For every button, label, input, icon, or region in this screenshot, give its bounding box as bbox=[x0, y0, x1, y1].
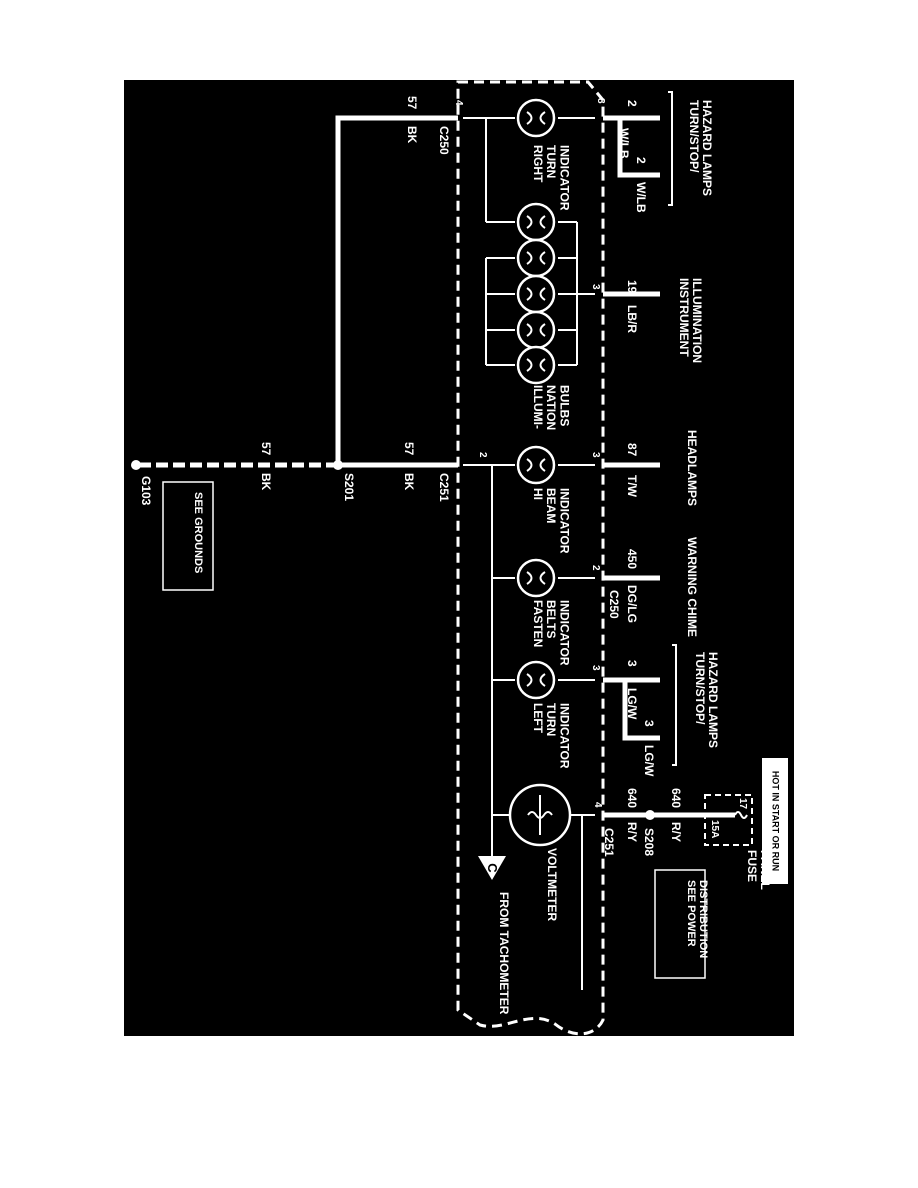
circuit-57-a: 57 bbox=[405, 96, 419, 110]
circuit-640-b: 640 bbox=[669, 788, 683, 808]
circuit-name-instrument: INSTRUMENTILLUMINATION bbox=[677, 278, 704, 363]
fuse-icon bbox=[734, 811, 748, 819]
indicator-right-turn: RIGHTTURNINDICATOR bbox=[531, 145, 571, 211]
external-wires bbox=[335, 115, 735, 818]
wire-wlb: W/LB bbox=[617, 128, 631, 159]
see-grounds-box bbox=[162, 481, 214, 591]
fuse-num: 17 bbox=[737, 798, 748, 810]
circuit-num-2b: 2 bbox=[634, 157, 648, 164]
connector-c251-volt: C251 bbox=[602, 828, 616, 857]
bracket-turn-top bbox=[668, 91, 673, 206]
cluster-boundary bbox=[456, 80, 605, 1036]
circuit-name-turn-bottom: TURN/STOP/HAZARD LAMPS bbox=[693, 652, 720, 748]
c251-ground: C251 bbox=[437, 473, 451, 502]
circuit-num-87: 87 bbox=[625, 443, 639, 457]
pin-3-head: 3 bbox=[590, 452, 601, 458]
circuit-name-chime: WARNING CHIME bbox=[685, 537, 699, 637]
fuse-rating: 15A bbox=[709, 820, 720, 838]
see-power-label: SEE POWERDISTRIBUTION bbox=[685, 880, 709, 958]
circuit-num-450: 450 bbox=[625, 549, 639, 569]
wire-bk-a: BK bbox=[405, 126, 419, 144]
circuit-num-3b: 3 bbox=[642, 720, 656, 727]
c250-ground: C250 bbox=[437, 126, 451, 155]
bulbs bbox=[516, 98, 556, 700]
circuit-num-19: 19 bbox=[625, 280, 639, 294]
indicator-fasten-belts: FASTENBELTSINDICATOR bbox=[531, 600, 571, 666]
indicator-hi-beam: HIBEAMINDICATOR bbox=[531, 488, 571, 554]
tachometer-ref-letter: C bbox=[485, 863, 500, 873]
circuit-57-c: 57 bbox=[259, 442, 273, 456]
pin-2-chime: 2 bbox=[590, 565, 601, 571]
pin-4-volt: 4 bbox=[592, 802, 603, 808]
splice-s208: S208 bbox=[642, 828, 656, 856]
fuse-panel-label: FUSEPANEL bbox=[745, 850, 772, 890]
wire-ry-a: R/Y bbox=[625, 822, 639, 842]
c251-ground-pin: 2 bbox=[477, 452, 488, 458]
c250-ground-pin: 4 bbox=[453, 100, 464, 106]
wire-bk-b: BK bbox=[402, 473, 416, 491]
circuit-640-a: 640 bbox=[625, 788, 639, 808]
circuit-name-turn-top: TURN/STOP/HAZARD LAMPS bbox=[687, 100, 714, 196]
circuit-num-3: 3 bbox=[625, 660, 639, 667]
labels: TURN/STOP/HAZARD LAMPS INSTRUMENTILLUMIN… bbox=[139, 96, 772, 1015]
circuit-name-headlamps: HEADLAMPS bbox=[685, 430, 699, 506]
bracket-turn-bottom bbox=[672, 644, 677, 766]
circuit-num-2: 2 bbox=[625, 100, 639, 107]
wire-wlb-b: W/LB bbox=[634, 182, 648, 213]
from-tachometer-label: FROM TACHOMETER bbox=[497, 892, 511, 1015]
splice-s208-dot bbox=[645, 810, 655, 820]
circuit-57-b: 57 bbox=[402, 442, 416, 456]
voltmeter-coil bbox=[527, 795, 553, 835]
wire-tw: T/W bbox=[625, 475, 639, 498]
splice-s201-dot bbox=[333, 460, 343, 470]
indicator-left-turn: LEFTTURNINDICATOR bbox=[531, 703, 571, 769]
tachometer-ref-triangle bbox=[478, 856, 506, 880]
wire-bk-c: BK bbox=[259, 473, 273, 491]
hot-label-box bbox=[762, 758, 788, 884]
bulb-filaments bbox=[526, 111, 546, 687]
internal-wiring bbox=[463, 117, 595, 990]
wire-lgw-b: LG/W bbox=[642, 745, 656, 777]
c250-chime: C250 bbox=[607, 590, 621, 619]
wire-lbr: LB/R bbox=[625, 305, 639, 333]
ground-g103: G103 bbox=[139, 476, 153, 506]
wire-lgw: LG/W bbox=[625, 688, 639, 720]
wire-ry-b: R/Y bbox=[669, 822, 683, 842]
splice-s201: S201 bbox=[342, 473, 356, 501]
voltmeter-label: VOLTMETER bbox=[545, 848, 559, 921]
fuse-box bbox=[704, 794, 753, 846]
see-power-box bbox=[654, 869, 706, 979]
pin-3-illum: 3 bbox=[590, 284, 601, 290]
indicator-illumination: ILLUMI-NATIONBULBS bbox=[531, 385, 571, 430]
see-grounds-label: SEE GROUNDS bbox=[192, 492, 204, 573]
ground-g103-dot bbox=[131, 460, 141, 470]
wire-dglg: DG/LG bbox=[625, 585, 639, 623]
hot-label: HOT IN START OR RUN bbox=[771, 771, 781, 871]
pin-3-turn: 3 bbox=[590, 665, 601, 671]
pin-8: 8 bbox=[595, 98, 606, 104]
